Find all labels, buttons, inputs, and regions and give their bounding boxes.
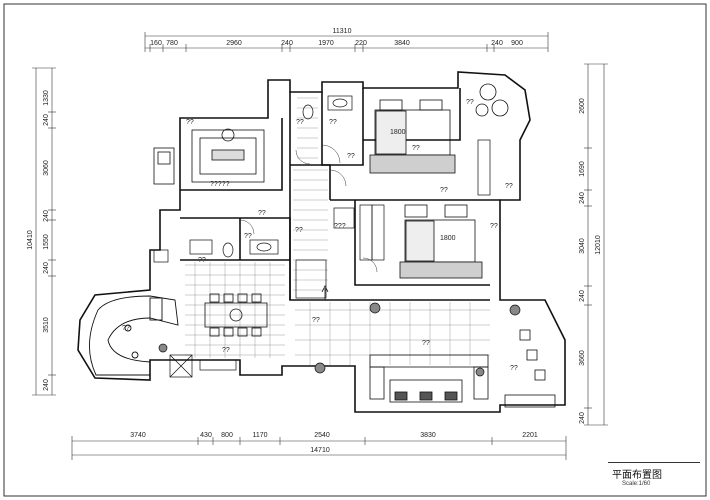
bottom-total-dim: 14710 <box>310 447 330 454</box>
bed-2 <box>399 204 483 279</box>
balcony-chairs <box>504 329 556 408</box>
right-seg-dim: 240 <box>579 290 586 302</box>
room-mark: ?? <box>258 210 266 217</box>
top-seg-dim: 160 <box>150 40 162 47</box>
room-mark: ?? <box>244 233 252 240</box>
room-mark: ?? <box>440 187 448 194</box>
bathroom-fixtures <box>189 95 355 258</box>
left-seg-dim: 1550 <box>43 234 50 250</box>
walls <box>77 71 566 413</box>
drawing-scale: Scale:1/60 <box>622 481 651 487</box>
left-seg-dim: 240 <box>43 379 50 391</box>
cabinets <box>153 249 327 378</box>
bottom-seg-dim: 1170 <box>252 432 267 439</box>
room-mark: ?? <box>222 347 230 354</box>
bottom-seg-dim: 2201 <box>522 432 538 439</box>
top-seg-dim: 2960 <box>226 40 242 47</box>
right-total-dim: 12010 <box>595 235 602 255</box>
bed-size-label: 1800 <box>390 129 406 136</box>
wardrobes <box>359 139 491 261</box>
left-seg-dim: 240 <box>43 210 50 222</box>
title-block <box>608 462 700 493</box>
right-seg-dim: 240 <box>579 412 586 424</box>
top-seg-dim: 240 <box>491 40 503 47</box>
room-mark: ?? <box>347 153 355 160</box>
room-mark: ?? <box>490 223 498 230</box>
room-mark: ?? <box>329 119 337 126</box>
room-mark: ?? <box>312 317 320 324</box>
room-mark: ?? <box>295 227 303 234</box>
right-seg-dim: 240 <box>579 192 586 204</box>
right-seg-dim: 1690 <box>579 161 586 177</box>
left-seg-dim: 3510 <box>43 317 50 333</box>
bed-1 <box>369 99 456 174</box>
right-seg-dim: 3660 <box>579 350 586 366</box>
room-mark: ??? <box>334 223 346 230</box>
room-mark: ?? <box>296 119 304 126</box>
bed-size-label: 1800 <box>440 235 456 242</box>
room-mark: ?? <box>186 119 194 126</box>
top-dimension-chain <box>144 32 549 52</box>
upper-balcony-furniture <box>475 83 509 117</box>
left-seg-dim: 1330 <box>43 90 50 106</box>
left-total-dim: 10410 <box>27 230 34 250</box>
left-dimension-chain <box>32 67 56 396</box>
bottom-seg-dim: 800 <box>221 432 233 439</box>
dining-table-upper <box>191 128 265 183</box>
left-seg-dim: 240 <box>43 262 50 274</box>
floor-tile-pattern <box>185 97 490 365</box>
room-mark: ????? <box>210 181 230 188</box>
room-mark: ?? <box>505 183 513 190</box>
armchair <box>153 147 175 185</box>
sofa-set <box>369 354 489 403</box>
top-seg-dim: 220 <box>355 40 367 47</box>
room-mark: ?? <box>122 325 130 332</box>
plants <box>158 302 521 377</box>
room-mark: ?? <box>198 257 206 264</box>
right-dimension-chain <box>584 63 608 426</box>
sheet-border <box>3 3 707 497</box>
bottom-seg-dim: 3740 <box>130 432 146 439</box>
top-seg-dim: 3840 <box>394 40 410 47</box>
bottom-dimension-chain <box>71 436 567 460</box>
drawing-title: 平面布置图 <box>612 470 662 481</box>
bottom-seg-dim: 3830 <box>420 432 436 439</box>
bottom-seg-dim: 430 <box>200 432 212 439</box>
right-seg-dim: 2600 <box>579 98 586 114</box>
left-seg-dim: 240 <box>43 114 50 126</box>
dining-table <box>204 293 268 337</box>
kitchen-curved-counter <box>89 295 179 376</box>
room-mark: ?? <box>466 99 474 106</box>
room-mark: ?? <box>412 145 420 152</box>
top-seg-dim: 240 <box>281 40 293 47</box>
room-mark: ?? <box>422 340 430 347</box>
top-seg-dim: 1970 <box>318 40 334 47</box>
bottom-seg-dim: 2540 <box>314 432 330 439</box>
top-seg-dim: 780 <box>166 40 178 47</box>
room-mark: ?? <box>510 365 518 372</box>
top-seg-dim: 900 <box>511 40 523 47</box>
top-total-dim: 11310 <box>333 28 352 35</box>
right-seg-dim: 3040 <box>579 238 586 254</box>
door-swings <box>239 144 378 273</box>
left-seg-dim: 3060 <box>43 160 50 176</box>
entry-arrow <box>321 285 329 300</box>
